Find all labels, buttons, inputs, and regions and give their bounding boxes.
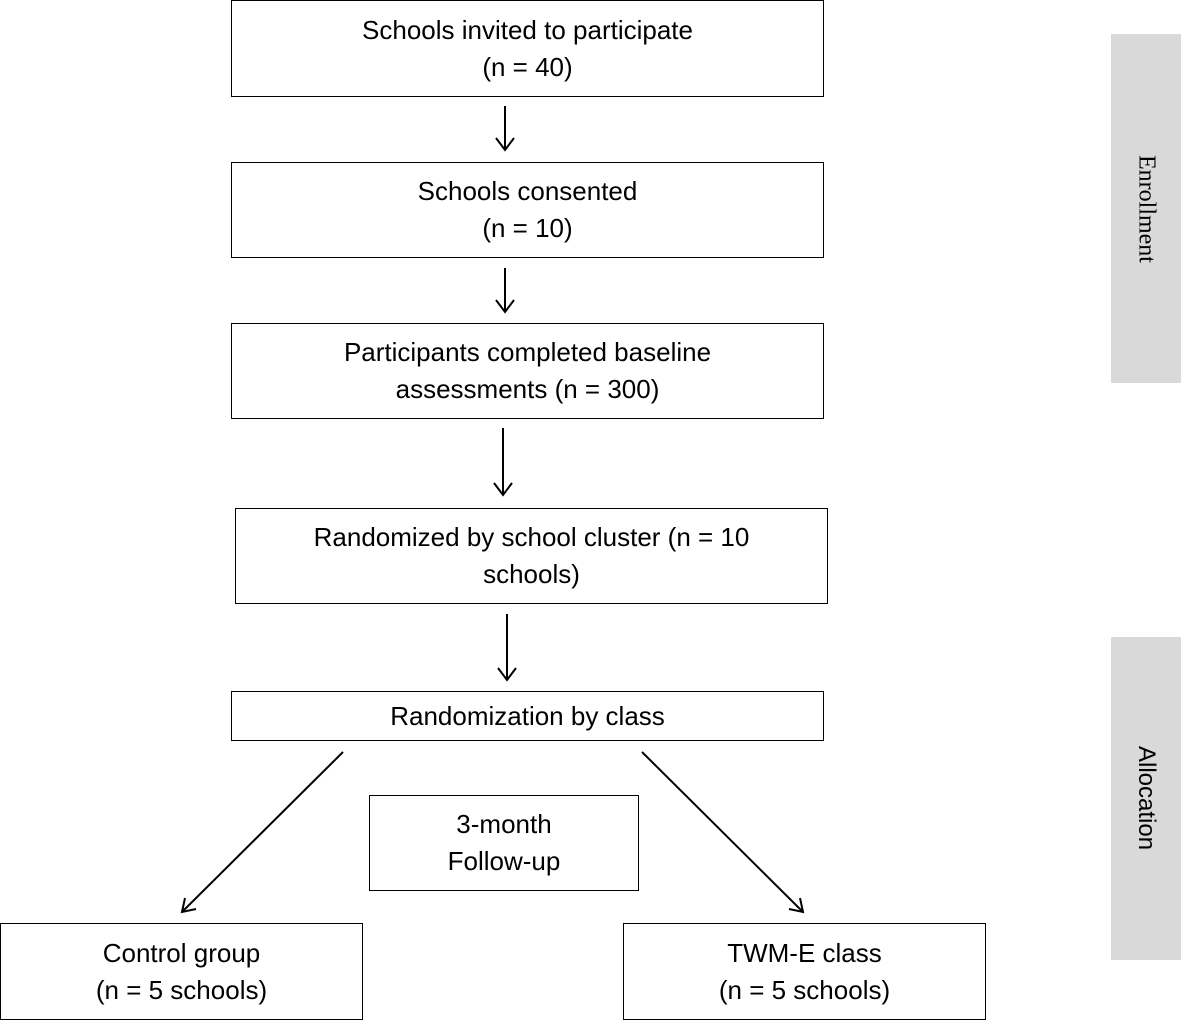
control-text: Control group [102, 937, 261, 968]
consented-box: Schools consented (n = 10) [231, 162, 824, 258]
randomization-class-text: Randomization by class [390, 700, 665, 731]
enrollment-side-label: Enrollment [1111, 34, 1181, 383]
twme-count: (n = 5 schools) [718, 974, 891, 1005]
baseline-count: assessments (n = 300) [395, 374, 660, 404]
control-box: Control group (n = 5 schools) [0, 923, 363, 1020]
arrow-consented-to-baseline [495, 268, 515, 314]
allocation-side-label: Allocation [1111, 637, 1181, 960]
invited-text: Schools invited to participate [362, 14, 693, 45]
arrow-invited-to-consented [495, 106, 515, 152]
invited-count: (n = 40) [482, 51, 573, 82]
baseline-text: Participants completed baseline [343, 337, 712, 367]
twme-box: TWM-E class (n = 5 schools) [623, 923, 986, 1020]
randomization-class-box: Randomization by class [231, 691, 824, 741]
baseline-box: Participants completed baseline assessme… [231, 323, 824, 419]
enrollment-text: Enrollment [1133, 154, 1160, 263]
control-count: (n = 5 schools) [95, 974, 268, 1005]
followup-text-cont: Follow-up [447, 846, 561, 876]
twme-text: TWM-E class [727, 937, 882, 968]
arrow-baseline-to-randomized [493, 428, 513, 497]
randomized-school-box: Randomized by school cluster (n = 10 sch… [235, 508, 828, 604]
arrow-class-to-twme [641, 751, 805, 914]
randomized-school-text-cont: schools) [483, 559, 580, 589]
allocation-text: Allocation [1133, 746, 1160, 851]
consented-count: (n = 10) [482, 213, 573, 243]
randomized-school-text: Randomized by school cluster (n = 10 [313, 522, 750, 552]
arrow-class-to-control [180, 751, 344, 914]
invited-box: Schools invited to participate (n = 40) [231, 0, 824, 97]
consented-text: Schools consented [417, 176, 638, 206]
arrow-randomized-to-class [497, 614, 517, 682]
followup-text: 3-month [456, 809, 552, 839]
followup-box: 3-month Follow-up [369, 795, 639, 891]
